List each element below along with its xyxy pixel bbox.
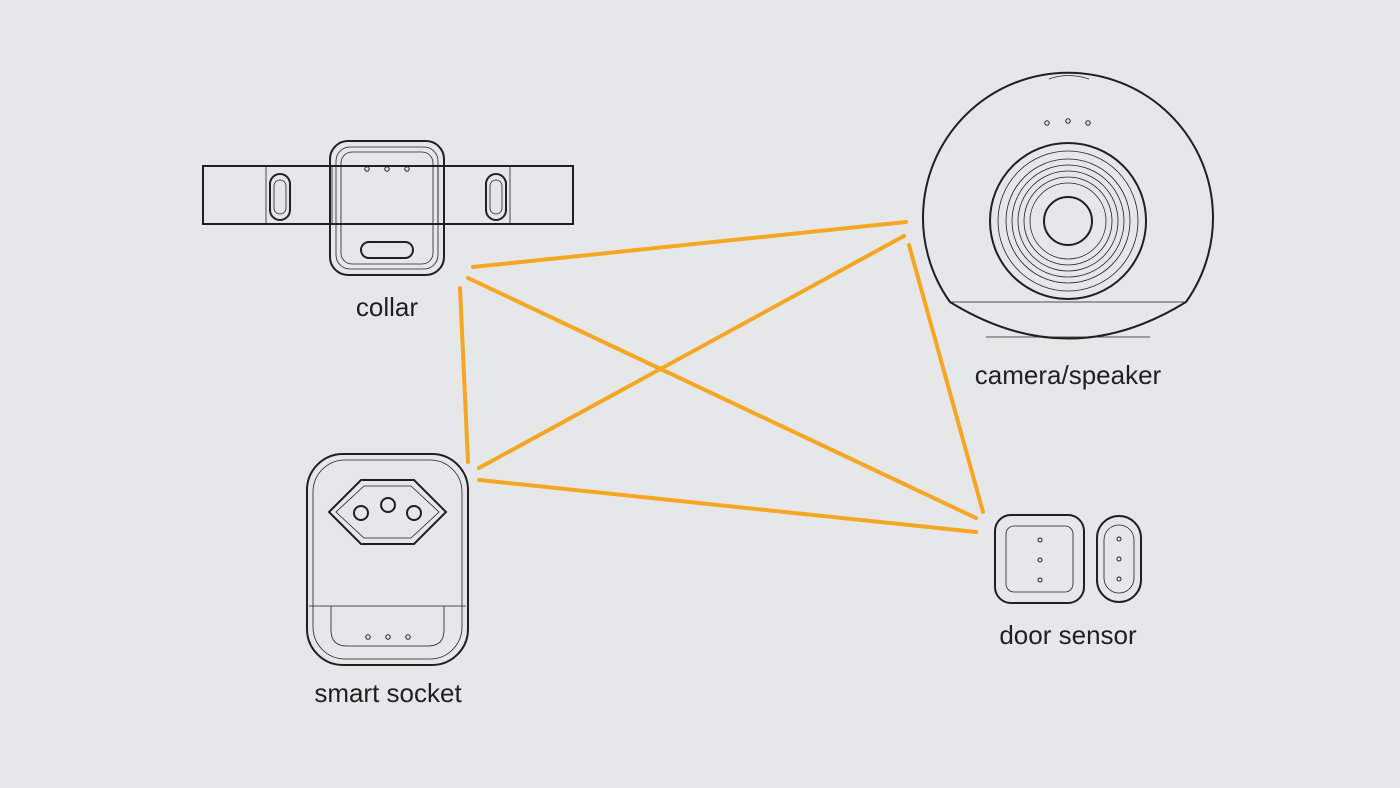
smart-socket-label: smart socket	[314, 678, 462, 708]
smart-socket-device	[306, 453, 469, 666]
link-camera-door	[907, 243, 985, 514]
link-collar-socket	[458, 286, 470, 464]
link-socket-door	[477, 478, 978, 534]
connection-lines	[458, 220, 985, 534]
link-collar-door	[466, 276, 978, 520]
collar-label: collar	[355, 292, 419, 322]
collar-device	[202, 140, 574, 276]
link-collar-camera	[471, 220, 908, 269]
camera-speaker-label: camera/speaker	[974, 360, 1162, 390]
door-sensor-device	[994, 514, 1142, 604]
door-sensor-label: door sensor	[999, 620, 1137, 650]
link-socket-camera	[477, 234, 906, 470]
camera-speaker-device	[922, 71, 1214, 340]
